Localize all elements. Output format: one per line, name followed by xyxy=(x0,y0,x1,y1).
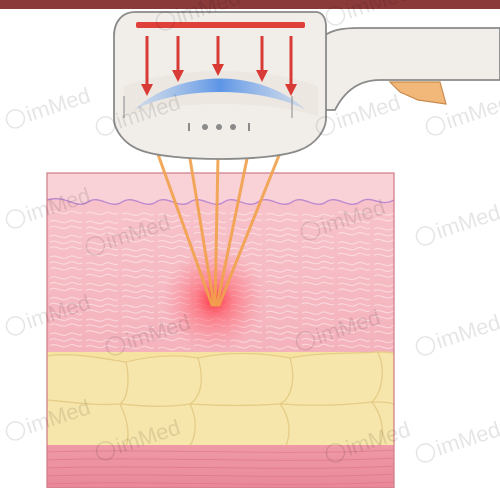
watermark-logo-icon xyxy=(414,442,437,465)
watermark-logo-icon xyxy=(4,420,27,443)
watermark-text: imMed xyxy=(433,416,500,460)
watermark-logo-icon xyxy=(414,225,437,248)
watermark-text: imMed xyxy=(433,309,500,353)
fat-cells xyxy=(47,352,394,446)
indicator-bar-right xyxy=(248,123,250,131)
indicator-bar-left xyxy=(188,123,190,131)
watermark-text: imMed xyxy=(433,199,500,243)
watermark-logo-icon xyxy=(414,335,437,358)
hifu-handpiece xyxy=(114,12,500,159)
handle xyxy=(310,28,500,110)
watermark-logo-icon xyxy=(4,315,27,338)
watermark-logo-icon xyxy=(4,208,27,231)
watermark-logo-icon xyxy=(424,115,447,138)
watermark-logo-icon xyxy=(4,108,27,131)
watermark-text: imMed xyxy=(443,89,500,133)
top-bar xyxy=(0,0,500,9)
watermark-text: imMed xyxy=(23,82,94,126)
watermark-text: imMed xyxy=(343,0,414,24)
indicator-dot-1 xyxy=(202,124,208,130)
energy-bar xyxy=(136,22,305,28)
indicator-dot-3 xyxy=(230,124,236,130)
indicator-dot-2 xyxy=(216,124,222,130)
